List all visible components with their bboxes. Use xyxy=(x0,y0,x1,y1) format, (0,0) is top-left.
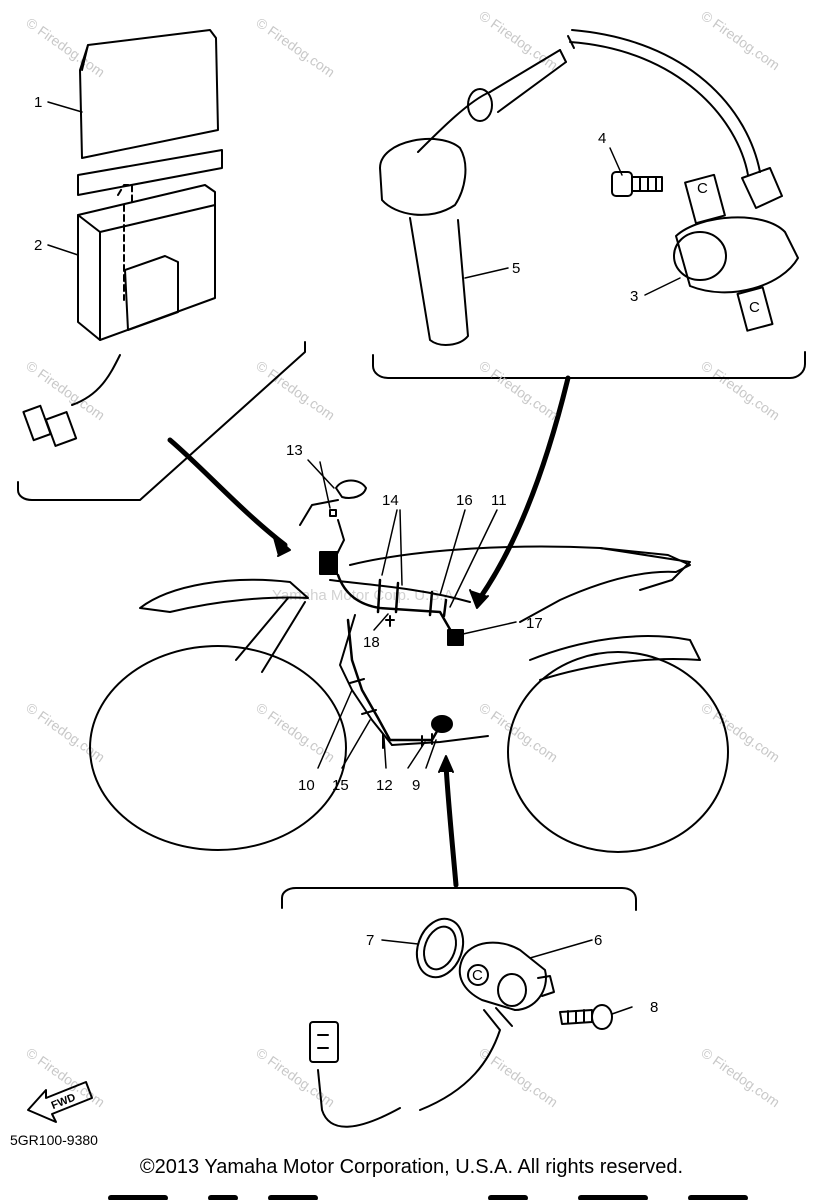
pickup-sensor xyxy=(309,941,555,1128)
watermark: © Firedog.com xyxy=(698,7,783,73)
callout-8: 8 xyxy=(650,999,658,1016)
callout-15: 15 xyxy=(332,777,349,794)
sensor-9 xyxy=(431,715,453,733)
callout-numbers: 1 2 3 4 5 6 7 8 9 10 11 12 13 14 15 16 1… xyxy=(34,94,658,1016)
watermark: © Firedog.com xyxy=(698,699,783,765)
connector-black xyxy=(319,551,338,575)
side-panel xyxy=(529,635,701,681)
rear-wheel xyxy=(507,651,729,853)
watermark: © Firedog.com xyxy=(23,14,108,80)
callout-10: 10 xyxy=(298,777,315,794)
frame-upper xyxy=(329,579,471,603)
arrow-sensor xyxy=(443,762,459,888)
arrow-cdi xyxy=(167,437,288,548)
callout-16: 16 xyxy=(456,492,473,509)
inset-frame-sensor xyxy=(281,887,637,911)
inset-frame-coil xyxy=(372,351,806,379)
callout-7: 7 xyxy=(366,932,374,949)
coil-letter: C xyxy=(697,180,708,197)
callout-18: 18 xyxy=(363,634,380,651)
motorcycle-outline xyxy=(89,545,729,853)
sensor-letter: C xyxy=(472,967,483,984)
watermark: © Firedog.com xyxy=(253,699,338,765)
watermark: © Firedog.com xyxy=(253,1044,338,1110)
coil-bolt xyxy=(611,171,663,197)
arrow-cdi-head xyxy=(271,533,291,557)
arrow-coil-head xyxy=(469,589,489,609)
copyright-notice: ©2013 Yamaha Motor Corporation, U.S.A. A… xyxy=(139,1156,684,1178)
watermark: © Firedog.com xyxy=(253,357,338,423)
watermark: © Firedog.com xyxy=(23,699,108,765)
watermark: © Firedog.com xyxy=(698,357,783,423)
front-fender xyxy=(139,578,309,613)
watermark: © Firedog.com xyxy=(698,1044,783,1110)
clamp-18 xyxy=(385,615,395,627)
sensor-bolt xyxy=(559,1004,613,1030)
watermark: © Firedog.com xyxy=(476,7,561,73)
frame-lower xyxy=(391,735,489,746)
fork xyxy=(235,597,306,673)
front-wheel xyxy=(89,645,347,851)
callout-12: 12 xyxy=(376,777,393,794)
ignition-coil xyxy=(569,29,799,332)
o-ring xyxy=(415,917,465,979)
watermark: © Firedog.com xyxy=(476,357,561,423)
callout-6: 6 xyxy=(594,932,602,949)
callout-13: 13 xyxy=(286,442,303,459)
watermark: © Firedog.com xyxy=(253,14,338,80)
cdi-unit-body xyxy=(22,184,216,447)
inset-frame-cdi xyxy=(17,341,306,501)
fwd-arrow-shape xyxy=(27,1081,93,1123)
callout-2: 2 xyxy=(34,237,42,254)
watermark-center: Yamaha Motor Corp. U.S.A. xyxy=(272,587,458,604)
harness-top-lead xyxy=(299,499,345,557)
arrow-coil xyxy=(477,375,571,601)
rear-fender xyxy=(599,547,691,591)
callout-5: 5 xyxy=(512,260,520,277)
leader-lines xyxy=(47,101,681,1015)
spark-plug-cap xyxy=(379,35,575,346)
connector-17 xyxy=(447,629,464,646)
callout-3: 3 xyxy=(630,288,638,305)
cdi-unit-cover xyxy=(77,29,223,196)
coil-letter: C xyxy=(749,299,760,316)
callout-4: 4 xyxy=(598,130,606,147)
callout-14: 14 xyxy=(382,492,399,509)
clamp xyxy=(349,678,433,749)
callout-17: 17 xyxy=(526,615,543,632)
part-code: 5GR100-9380 xyxy=(10,1132,98,1148)
arrow-sensor-head xyxy=(438,755,454,773)
callout-1: 1 xyxy=(34,94,42,111)
callout-9: 9 xyxy=(412,777,420,794)
connector-13 xyxy=(329,479,367,517)
footer-strip xyxy=(0,1188,823,1200)
callout-11: 11 xyxy=(491,492,507,509)
